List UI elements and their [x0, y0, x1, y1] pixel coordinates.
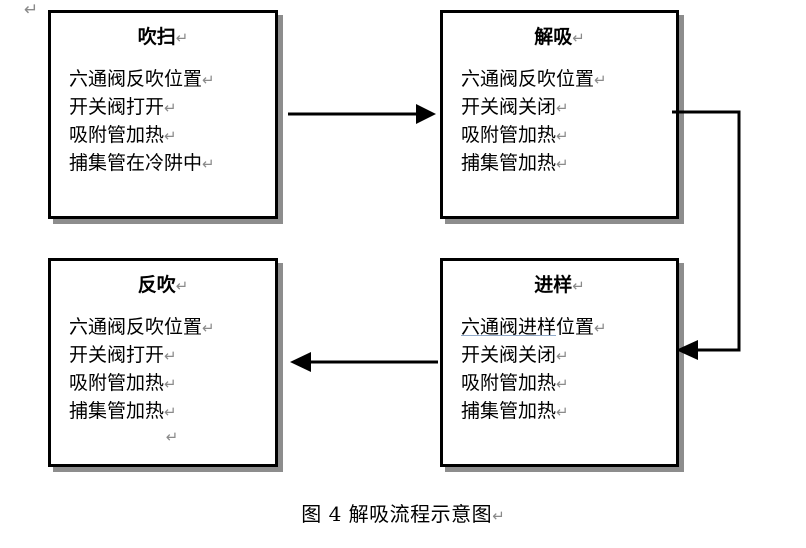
- process-line-text: 六通阀反吹位置: [69, 315, 203, 338]
- return-icon: ↵: [594, 318, 607, 337]
- return-icon: ↵: [175, 277, 189, 295]
- return-icon: ↵: [594, 70, 607, 89]
- process-box-title-text: 解吸: [534, 26, 573, 48]
- return-icon: ↵: [164, 375, 177, 394]
- process-line: 六通阀反吹位置↵: [69, 313, 275, 341]
- process-line-text: 六通阀反吹位置: [461, 67, 595, 90]
- process-line: 捕集管加热↵: [69, 397, 275, 425]
- process-box-desorb[interactable]: 解吸↵ 六通阀反吹位置↵ 开关阀关闭↵ 吸附管加热↵ 捕集管加热↵: [440, 10, 679, 219]
- return-icon: ↵: [165, 428, 179, 447]
- document-return-mark: ↵: [24, 0, 39, 20]
- process-line-text: 吸附管加热: [461, 124, 557, 147]
- return-icon: ↵: [164, 127, 177, 146]
- process-box-title-text: 吹扫: [137, 26, 176, 48]
- process-line: 吸附管加热↵: [69, 369, 275, 397]
- process-box-lines: 六通阀反吹位置↵ 开关阀关闭↵ 吸附管加热↵ 捕集管加热↵: [443, 65, 676, 177]
- process-box-trailing-return: ↵: [69, 427, 275, 446]
- arrow-inject-to-backflush: [290, 352, 438, 372]
- return-icon: ↵: [202, 155, 215, 174]
- process-box-lines: 六通阀反吹位置↵ 开关阀打开↵ 吸附管加热↵ 捕集管加热↵ ↵: [51, 313, 275, 446]
- return-icon: ↵: [202, 70, 215, 89]
- process-box-title-text: 进样: [534, 274, 573, 296]
- process-line: 六通阀进样位置↵: [461, 313, 676, 341]
- return-icon: ↵: [202, 318, 215, 337]
- process-line-text: 吸附管加热: [69, 372, 165, 395]
- process-line-text: 捕集管在冷阱中: [69, 152, 203, 175]
- process-line: 吸附管加热↵: [461, 369, 676, 397]
- process-box-title-text: 反吹: [137, 274, 176, 296]
- return-icon: ↵: [572, 277, 585, 295]
- return-icon: ↵: [492, 507, 505, 525]
- process-box-title: 解吸↵: [443, 27, 676, 48]
- return-icon: ↵: [175, 29, 189, 47]
- return-icon: ↵: [556, 99, 569, 117]
- figure-caption: 图 4 解吸流程示意图↵: [0, 498, 806, 527]
- return-icon: ↵: [556, 347, 569, 365]
- process-box-lines: 六通阀进样位置↵ 开关阀关闭↵ 吸附管加热↵ 捕集管加热↵: [443, 313, 676, 425]
- process-line-underlined-text: 六通阀进样: [461, 315, 557, 338]
- return-icon: ↵: [556, 375, 569, 394]
- figure-caption-text: 图 4 解吸流程示意图: [301, 502, 493, 526]
- process-box-backflush[interactable]: 反吹↵ 六通阀反吹位置↵ 开关阀打开↵ 吸附管加热↵ 捕集管加热↵ ↵: [48, 258, 278, 467]
- process-line-text: 捕集管加热: [461, 400, 557, 423]
- process-line: 开关阀打开↵: [69, 93, 275, 121]
- return-icon: ↵: [572, 29, 585, 47]
- process-line: 六通阀反吹位置↵: [69, 65, 275, 93]
- process-line: 开关阀打开↵: [69, 341, 275, 369]
- process-box-title: 进样↵: [443, 275, 676, 296]
- process-box-inject[interactable]: 进样↵ 六通阀进样位置↵ 开关阀关闭↵ 吸附管加热↵ 捕集管加热↵: [440, 258, 679, 467]
- process-line-text: 开关阀打开: [69, 344, 165, 366]
- return-icon: ↵: [164, 99, 177, 117]
- process-line-text: 吸附管加热: [461, 372, 557, 395]
- process-line: 开关阀关闭↵: [461, 341, 676, 369]
- process-box-lines: 六通阀反吹位置↵ 开关阀打开↵ 吸附管加热↵ 捕集管在冷阱中↵: [51, 65, 275, 177]
- process-line: 捕集管在冷阱中↵: [69, 149, 275, 177]
- process-line-text: 捕集管加热: [69, 400, 165, 423]
- process-line: 吸附管加热↵: [69, 121, 275, 149]
- process-line-text: 六通阀反吹位置: [69, 67, 203, 90]
- process-line: 吸附管加热↵: [461, 121, 676, 149]
- process-line-text: 开关阀关闭: [461, 344, 557, 366]
- process-box-title: 反吹↵: [51, 275, 275, 296]
- process-line-text: 开关阀打开: [69, 96, 165, 118]
- process-line-text: 吸附管加热: [69, 124, 165, 147]
- return-icon: ↵: [556, 127, 569, 146]
- process-line: 捕集管加热↵: [461, 397, 676, 425]
- process-box-title: 吹扫↵: [51, 27, 275, 48]
- return-icon: ↵: [164, 403, 177, 422]
- process-line-text: 捕集管加热: [461, 152, 557, 175]
- arrow-purge-to-desorb: [288, 104, 436, 124]
- return-icon: ↵: [556, 155, 569, 174]
- process-line-text: 位置: [556, 315, 595, 338]
- arrow-desorb-to-inject: [672, 110, 741, 360]
- return-icon: ↵: [556, 403, 569, 422]
- process-line: 六通阀反吹位置↵: [461, 65, 676, 93]
- process-line: 开关阀关闭↵: [461, 93, 676, 121]
- process-line-text: 开关阀关闭: [461, 96, 557, 118]
- return-icon: ↵: [164, 347, 177, 365]
- process-box-purge[interactable]: 吹扫↵ 六通阀反吹位置↵ 开关阀打开↵ 吸附管加热↵ 捕集管在冷阱中↵: [48, 10, 278, 219]
- process-line: 捕集管加热↵: [461, 149, 676, 177]
